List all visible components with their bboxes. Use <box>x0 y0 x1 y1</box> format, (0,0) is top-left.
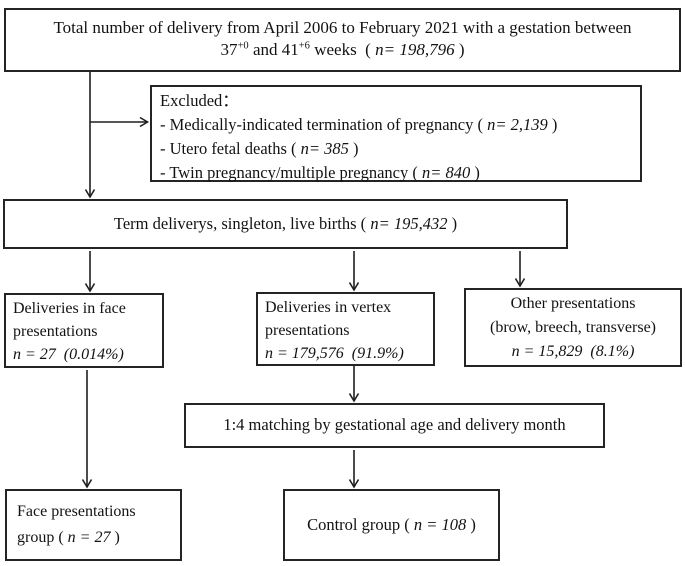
excluded-item-1-close: ) <box>547 115 558 134</box>
term-text: Term deliverys, singleton, live births ( <box>113 214 371 233</box>
face-line1-text: Deliveries in face <box>13 300 126 317</box>
excluded-item-1-n: n= 2,139 <box>487 115 548 134</box>
box-excluded: Excluded： - Medically-indicated terminat… <box>150 85 642 182</box>
total-line2: 37+0 and 41+6 weeks ( n= 198,796 ) <box>6 39 679 61</box>
excluded-title-text: Excluded： <box>160 91 239 110</box>
excluded-item-3-text: - Twin pregnancy/multiple pregnancy ( <box>160 163 423 182</box>
excluded-item-2-text: - Utero fetal deaths ( <box>160 139 301 158</box>
box-vertex-presentations: Deliveries in vertex presentations n = 1… <box>256 292 435 366</box>
arrow-total-to-term <box>84 72 96 199</box>
facegroup-line2: group ( n = 27 ) <box>17 525 170 551</box>
excluded-item-twin-pregnancy: - Twin pregnancy/multiple pregnancy ( n=… <box>160 161 632 185</box>
arrow-face-to-facegroup <box>81 370 93 489</box>
box-control-group: Control group ( n = 108 ) <box>283 489 500 561</box>
other-line1: Other presentations <box>468 292 678 316</box>
excluded-item-fetal-deaths: - Utero fetal deaths ( n= 385 ) <box>160 137 632 161</box>
control-close-paren: ) <box>466 515 476 534</box>
total-line1: Total number of delivery from April 2006… <box>6 17 679 39</box>
excluded-item-2-close: ) <box>348 139 359 158</box>
arrow-vertex-to-matching <box>348 366 360 403</box>
gestation-mid: and 41 <box>248 40 299 59</box>
box-matching: 1:4 matching by gestational age and deli… <box>184 403 605 448</box>
box-term-deliveries: Term deliverys, singleton, live births (… <box>3 199 568 249</box>
face-line2: presentations <box>13 320 155 343</box>
vertex-line2-text: presentations <box>265 322 350 339</box>
facegroup-line1-text: Face presentations <box>17 503 136 520</box>
box-total-deliveries: Total number of delivery from April 2006… <box>4 8 681 72</box>
excluded-item-3-close: ) <box>470 163 480 182</box>
gestation-start-sup: +0 <box>237 40 249 52</box>
matching-text: 1:4 matching by gestational age and deli… <box>223 415 566 434</box>
face-line2-text: presentations <box>13 323 98 340</box>
vertex-stats-text: n = 179,576 (91.9%) <box>265 345 404 362</box>
vertex-line1-text: Deliveries in vertex <box>265 299 392 316</box>
face-stats-text: n = 27 (0.014%) <box>13 346 124 363</box>
other-line2-text: (brow, breech, transverse) <box>490 319 656 336</box>
total-line1-text: Total number of delivery from April 2006… <box>53 18 632 37</box>
gestation-start: 37 <box>220 40 238 59</box>
vertex-line1: Deliveries in vertex <box>265 296 426 319</box>
box-face-presentations: Deliveries in face presentations n = 27 … <box>4 293 164 368</box>
excluded-item-2-n: n= 385 <box>300 139 349 158</box>
facegroup-line1: Face presentations <box>17 499 170 525</box>
excluded-item-termination: - Medically-indicated termination of pre… <box>160 113 632 137</box>
excluded-item-3-n: n= 840 <box>422 163 471 182</box>
total-n-value: n= 198,796 <box>375 40 455 59</box>
other-stats: n = 15,829 (8.1%) <box>468 340 678 364</box>
excluded-title: Excluded： <box>160 89 632 113</box>
gestation-end-sup: +6 <box>298 40 310 52</box>
arrow-term-to-vertex <box>348 251 360 292</box>
arrow-term-to-face <box>84 251 96 293</box>
facegroup-line2-pre: group ( <box>17 529 68 546</box>
control-text: Control group ( <box>307 515 414 534</box>
term-n-value: n= 195,432 <box>370 214 448 233</box>
excluded-item-1-text: - Medically-indicated termination of pre… <box>160 115 488 134</box>
other-line1-text: Other presentations <box>510 295 636 312</box>
box-other-presentations: Other presentations (brow, breech, trans… <box>464 288 682 367</box>
other-line2: (brow, breech, transverse) <box>468 316 678 340</box>
arrow-term-to-other <box>514 251 526 288</box>
total-close-paren: ) <box>454 40 465 59</box>
arrow-branch-to-excluded <box>90 116 150 128</box>
gestation-tail: weeks ( <box>309 40 376 59</box>
other-stats-text: n = 15,829 (8.1%) <box>511 343 635 360</box>
face-stats: n = 27 (0.014%) <box>13 343 155 366</box>
arrow-matching-to-control <box>348 450 360 489</box>
vertex-line2: presentations <box>265 319 426 342</box>
face-line1: Deliveries in face <box>13 297 155 320</box>
term-close-paren: ) <box>447 214 458 233</box>
box-face-group: Face presentations group ( n = 27 ) <box>5 489 182 561</box>
facegroup-close-paren: ) <box>110 529 120 546</box>
vertex-stats: n = 179,576 (91.9%) <box>265 342 426 365</box>
facegroup-n-value: n = 27 <box>67 529 111 546</box>
control-n-value: n = 108 <box>413 515 467 534</box>
